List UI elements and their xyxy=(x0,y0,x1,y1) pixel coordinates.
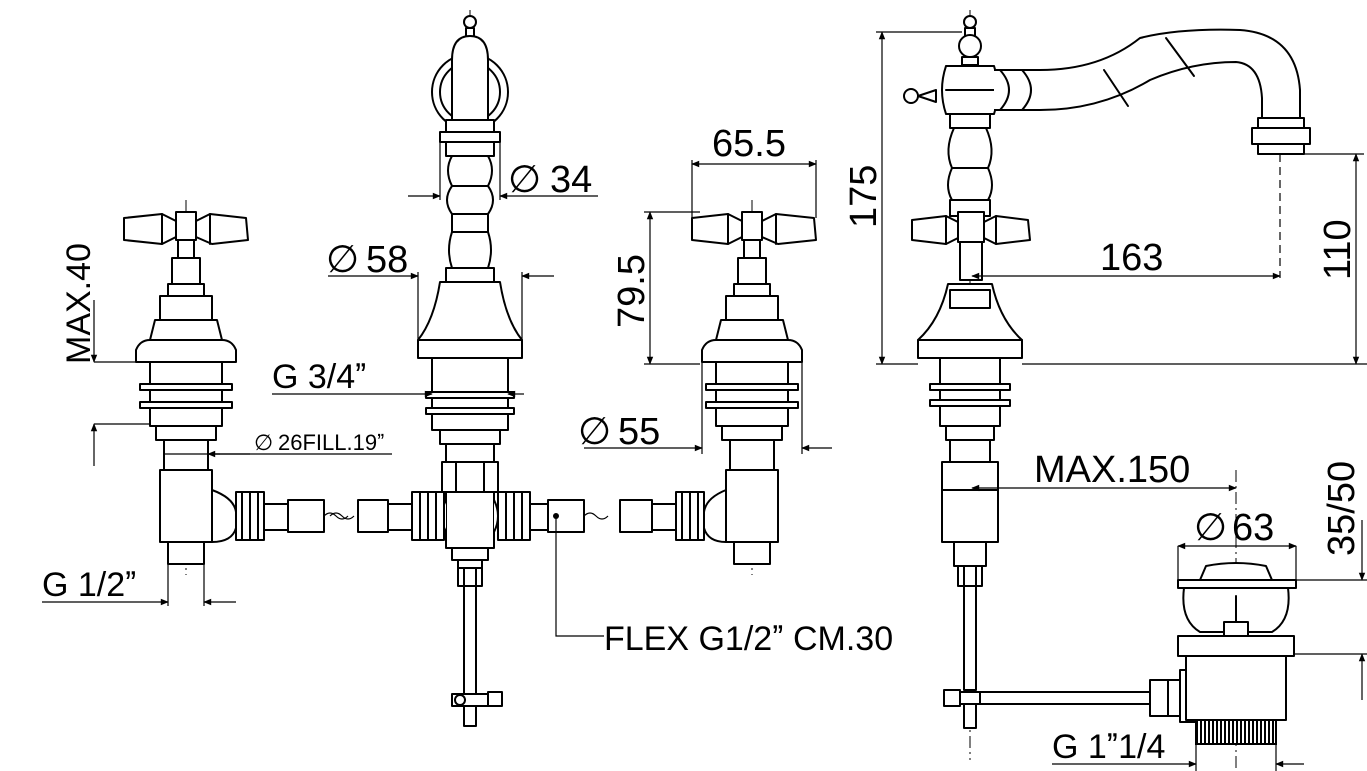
label-110: 110 xyxy=(1317,219,1359,280)
right-valve xyxy=(619,200,817,575)
dimension-labels: MAX.40 ∅ 26FILL.19ˮ G 1/2ˮ ∅ 34 ∅ 58 G 3… xyxy=(42,123,1363,766)
label-diameter-63: 63 xyxy=(1232,507,1274,549)
label-flex: FLEX G1/2ˮ CM.30 xyxy=(604,620,893,658)
label-diameter-58: 58 xyxy=(366,239,408,281)
center-spout xyxy=(329,10,609,730)
symbol-diameter-34: ∅ xyxy=(508,159,541,201)
label-g-1-1-4: G 1ˮ1/4 xyxy=(1052,728,1165,766)
label-79-5: 79.5 xyxy=(611,254,653,328)
symbol-diameter-58: ∅ xyxy=(326,239,359,281)
label-65-5: 65.5 xyxy=(712,123,786,165)
dimension-lines xyxy=(42,31,1367,771)
label-max-150: MAX.150 xyxy=(1034,449,1190,491)
symbol-diameter-63: ∅ xyxy=(1194,507,1227,549)
label-163: 163 xyxy=(1100,237,1163,279)
label-g-3-4: G 3/4ˮ xyxy=(272,358,366,396)
label-g-1-2: G 1/2ˮ xyxy=(42,566,136,604)
left-valve xyxy=(123,200,349,575)
label-fill-diameter: 26FILL.19ˮ xyxy=(278,430,384,455)
label-175: 175 xyxy=(843,165,885,228)
label-diameter-55: 55 xyxy=(618,411,660,453)
symbol-diameter-55: ∅ xyxy=(578,411,611,453)
label-35-50: 35/50 xyxy=(1321,461,1363,556)
symbol-diameter-26: ∅ xyxy=(254,430,273,455)
label-max-40: MAX.40 xyxy=(60,243,98,364)
side-view-spout xyxy=(903,10,1311,771)
label-diameter-34: 34 xyxy=(550,159,592,201)
